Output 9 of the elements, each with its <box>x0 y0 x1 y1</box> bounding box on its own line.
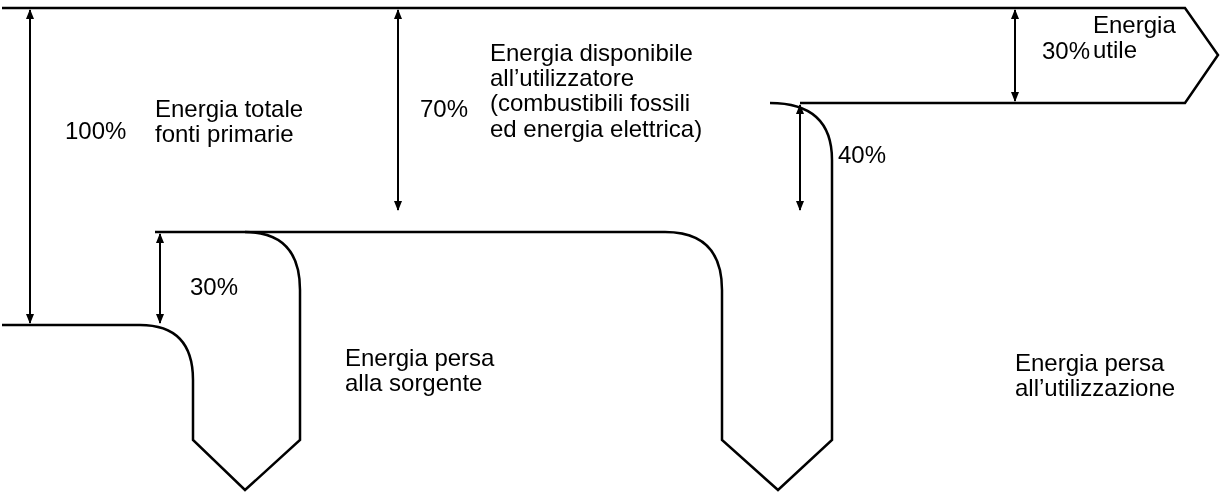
percentage-label: 30% <box>190 274 239 300</box>
flow-label: Energia persa alla sorgente <box>345 345 496 396</box>
percentage-label: 100% <box>65 118 127 144</box>
percentage-label: 70% <box>420 96 469 122</box>
flow-label: Energia disponibile all’utilizzatore (combustibili fossili ed energia elettrica) <box>490 40 704 141</box>
flow-label: Energia persa all’utilizzazione <box>1015 350 1177 401</box>
flow-label: Energia totale fonti primarie <box>155 96 305 147</box>
percentage-label: 30% <box>1042 38 1091 64</box>
percentage-label: 40% <box>838 142 887 168</box>
